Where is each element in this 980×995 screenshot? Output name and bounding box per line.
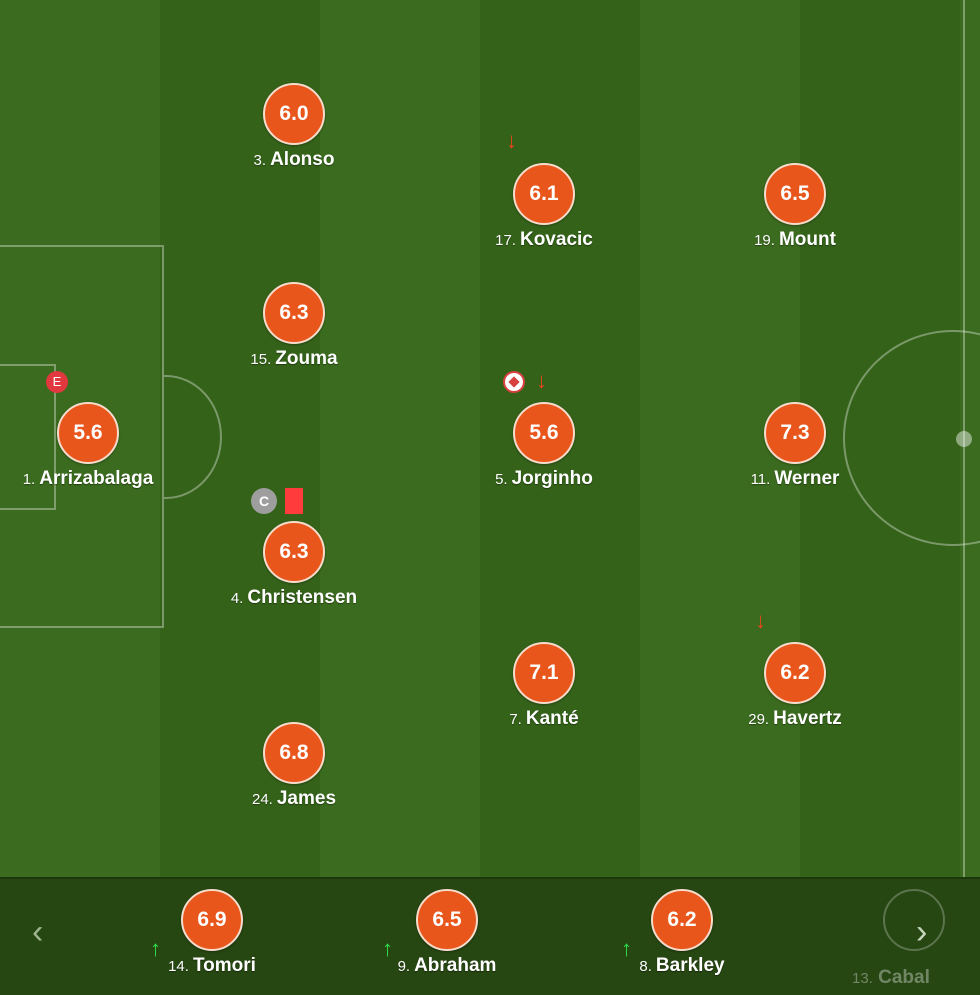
player-label: 19.Mount (754, 229, 836, 250)
captain-badge: C (251, 488, 277, 514)
arrow-down-icon: ↓ (536, 368, 547, 393)
rating-badge: 6.1 (513, 163, 575, 225)
player-jorginho[interactable]: 5.6 5.Jorginho (444, 402, 644, 490)
arrow-down-icon: ↓ (755, 608, 766, 633)
penalty-box (0, 245, 164, 628)
rating-badge: 6.5 (764, 163, 826, 225)
goal-area (0, 364, 56, 510)
rating-badge: 7.3 (764, 402, 826, 464)
player-mount[interactable]: 6.5 19.Mount (695, 163, 895, 251)
sub-tomori[interactable]: 6.9 14.Tomori (112, 889, 312, 977)
rating-badge: 6.5 (416, 889, 478, 951)
ball-icon (503, 371, 525, 393)
player-james[interactable]: 6.8 24.James (194, 722, 394, 810)
sub-barkley[interactable]: 6.2 8.Barkley (582, 889, 782, 977)
rating-badge: 5.6 (513, 402, 575, 464)
player-label: 9.Abraham (397, 955, 497, 976)
player-kante[interactable]: 7.1 7.Kanté (444, 642, 644, 730)
arrow-down-icon: ↓ (506, 128, 517, 153)
rating-badge: 7.1 (513, 642, 575, 704)
player-label: 29.Havertz (748, 708, 842, 729)
rating-badge: 6.2 (764, 642, 826, 704)
player-werner[interactable]: 7.3 11.Werner (695, 402, 895, 490)
arrow-up-icon: ↑ (621, 936, 632, 961)
prev-arrow-icon[interactable]: ‹ (32, 913, 44, 951)
player-kovacic[interactable]: 6.1 17.Kovacic (444, 163, 644, 251)
substitutes-bar: ‹ 6.9 14.Tomori ↑ 6.5 9.Abraham ↑ 6.2 8.… (0, 877, 980, 995)
partial-sub-label: 13. Cabal (852, 967, 930, 988)
rating-badge: 5.6 (57, 402, 119, 464)
player-christensen[interactable]: 6.3 4.Christensen (194, 521, 394, 609)
arrow-up-icon: ↑ (382, 936, 393, 961)
rating-badge: 6.8 (263, 722, 325, 784)
player-label: 3.Alonso (253, 149, 335, 170)
next-arrow-icon[interactable]: › (916, 913, 928, 951)
rating-badge: 6.2 (651, 889, 713, 951)
player-label: 15.Zouma (250, 348, 338, 369)
rating-badge: 6.9 (181, 889, 243, 951)
player-label: 11.Werner (750, 468, 840, 489)
player-label: 1.Arrizabalaga (22, 468, 154, 489)
player-label: 7.Kanté (509, 708, 579, 729)
player-alonso[interactable]: 6.0 3.Alonso (194, 83, 394, 171)
pitch: 5.6 1.Arrizabalaga 6.0 3.Alonso 6.3 15.Z… (0, 0, 980, 877)
player-arrizabalaga[interactable]: 5.6 1.Arrizabalaga (0, 402, 188, 490)
rating-badge: 6.0 (263, 83, 325, 145)
center-spot (956, 431, 972, 447)
player-label: 5.Jorginho (495, 468, 593, 489)
sub-abraham[interactable]: 6.5 9.Abraham (347, 889, 547, 977)
partial-sub-badge (883, 889, 945, 951)
arrow-up-icon: ↑ (150, 936, 161, 961)
rating-badge: 6.3 (263, 282, 325, 344)
player-label: 17.Kovacic (495, 229, 593, 250)
player-label: 4.Christensen (230, 587, 358, 608)
rating-badge: 6.3 (263, 521, 325, 583)
player-label: 14.Tomori (168, 955, 256, 976)
error-badge: E (46, 371, 68, 393)
player-zouma[interactable]: 6.3 15.Zouma (194, 282, 394, 370)
player-label: 24.James (251, 788, 337, 809)
red-card-icon (285, 488, 303, 514)
player-havertz[interactable]: 6.2 29.Havertz (695, 642, 895, 730)
player-label: 8.Barkley (639, 955, 725, 976)
